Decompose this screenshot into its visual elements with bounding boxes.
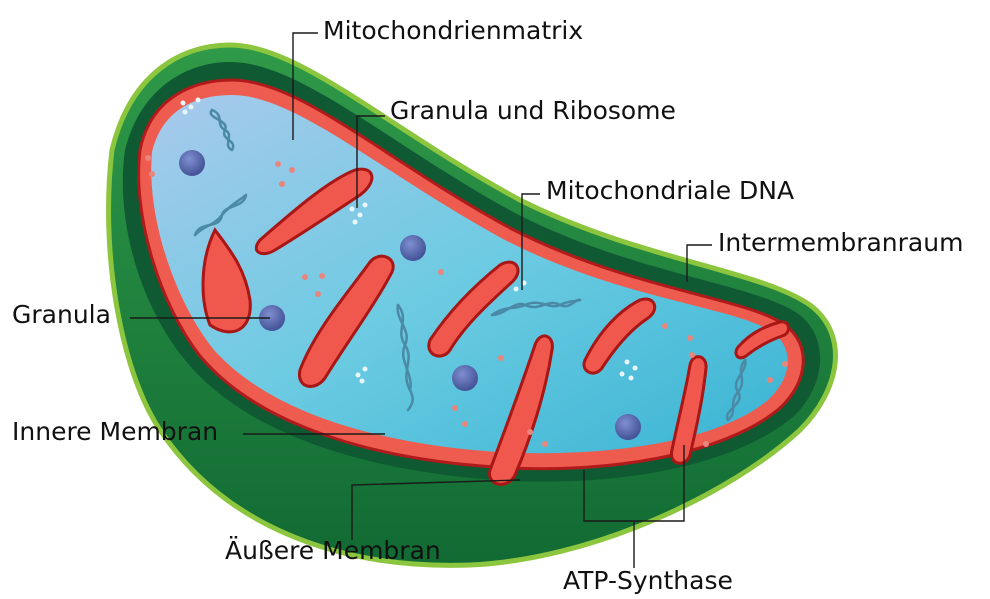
granula-dot (183, 110, 188, 115)
granula-dot (189, 105, 194, 110)
ribosome (302, 274, 308, 280)
label-inner-membrane: Innere Membran (12, 419, 218, 444)
ribosome (542, 441, 548, 447)
granula-dot (196, 98, 201, 103)
label-outer-membrane: Äußere Membran (225, 538, 441, 563)
ribosome (687, 335, 693, 341)
granula-dot (633, 366, 638, 371)
granula-dot (514, 287, 519, 292)
ribosome (662, 323, 668, 329)
granula-dot (356, 373, 361, 378)
label-atp-synthase: ATP-Synthase (563, 568, 733, 593)
ribosome (145, 155, 151, 161)
ribosome (689, 352, 695, 358)
label-dna: Mitochondriale DNA (546, 178, 794, 203)
ribosome (782, 361, 788, 367)
granule (615, 414, 641, 440)
granula-dot (181, 101, 186, 106)
granula-dot (360, 379, 365, 384)
label-matrix: Mitochondrienmatrix (323, 18, 583, 43)
label-granula-ribosome: Granula und Ribosome (390, 98, 676, 123)
granule (400, 235, 426, 261)
granula-dot (358, 213, 363, 218)
ribosome (289, 167, 295, 173)
granula-dot (629, 376, 634, 381)
ribosome (315, 291, 321, 297)
label-intermembrane: Intermembranraum (718, 230, 963, 255)
granule (179, 150, 205, 176)
granula-dot (620, 372, 625, 377)
ribosome (462, 421, 468, 427)
ribosome (149, 171, 155, 177)
ribosome (319, 273, 325, 279)
granula-dot (363, 203, 368, 208)
ribosome (438, 269, 444, 275)
ribosome (527, 429, 533, 435)
granula-dot (625, 360, 630, 365)
ribosome (279, 181, 285, 187)
granula-dot (363, 367, 368, 372)
ribosome (452, 405, 458, 411)
granule (452, 365, 478, 391)
granula-dot (353, 220, 358, 225)
ribosome (498, 355, 504, 361)
ribosome (275, 161, 281, 167)
ribosome (703, 441, 709, 447)
label-granula: Granula (12, 302, 111, 327)
ribosome (767, 377, 773, 383)
granula-dot (350, 207, 355, 212)
